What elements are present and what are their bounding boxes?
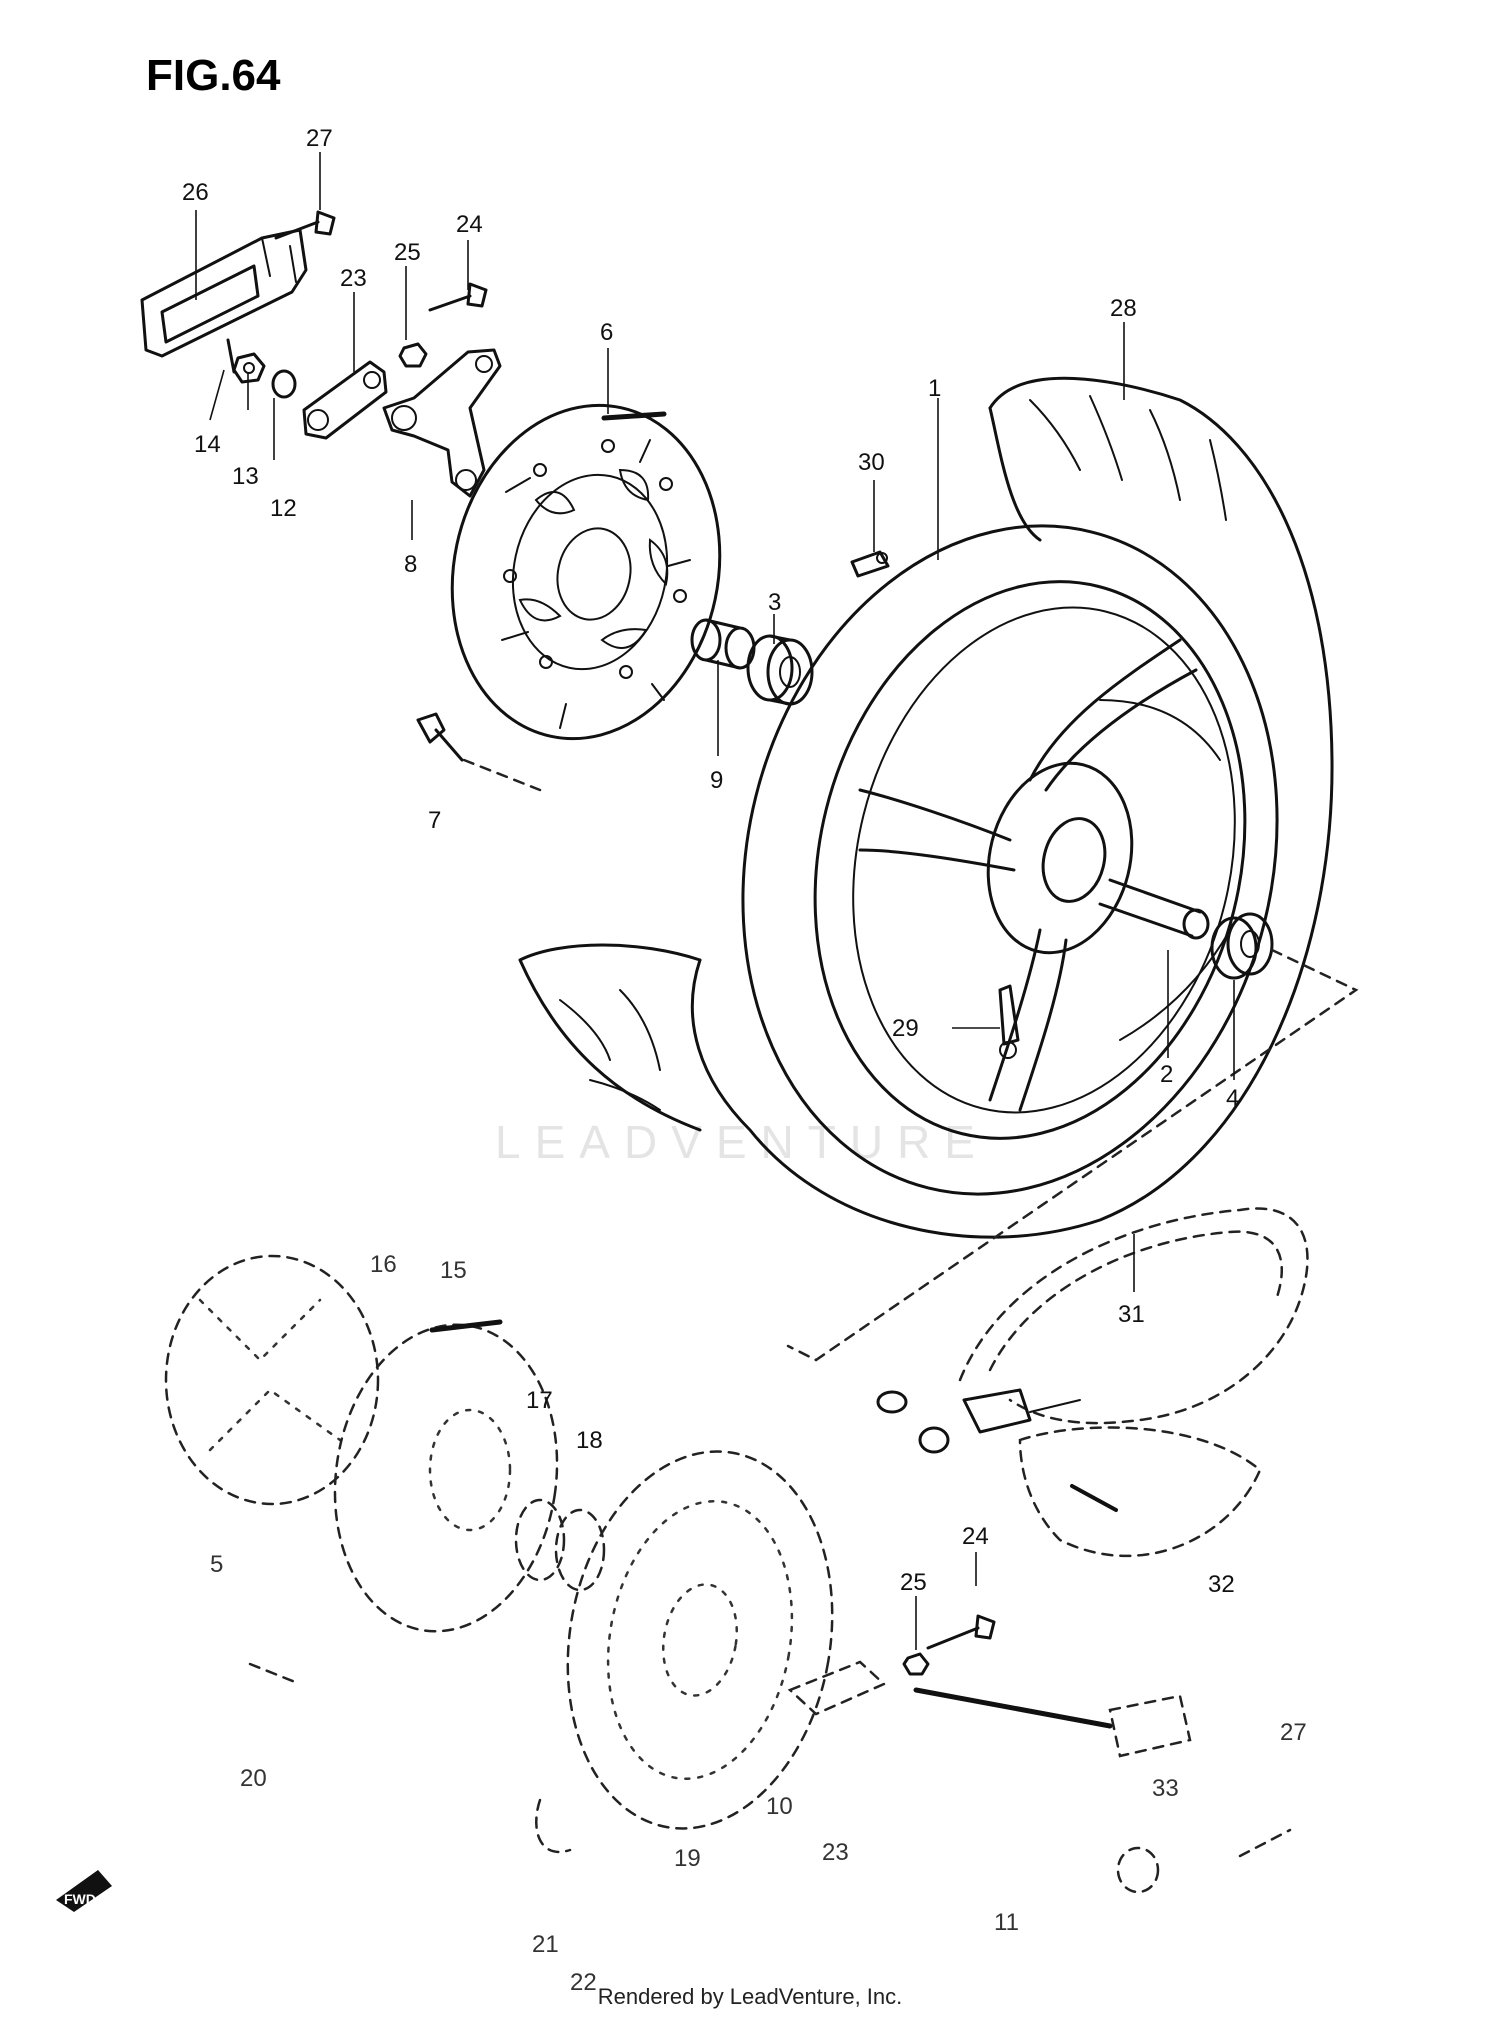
part-27-bolt (274, 210, 336, 240)
part-31-chain (958, 1207, 1309, 1425)
part-32-chain-case (1018, 1426, 1262, 1558)
part-25-nut-lower (902, 1652, 930, 1676)
part-33-bolt (1238, 1828, 1292, 1858)
callout-22: 22 (570, 1969, 597, 1996)
part-26-chain-adjuster (140, 228, 308, 358)
callout-labels: 1 2 3 4 5 6 7 8 9 10 11 12 13 14 15 16 1… (182, 125, 1307, 1996)
part-7-leader (462, 758, 542, 792)
callout-4: 4 (1226, 1085, 1239, 1112)
part-29-valve (998, 984, 1020, 1059)
part-17-sprocket-carrier (333, 1319, 559, 1633)
callout-25b: 25 (900, 1569, 927, 1596)
callout-1: 1 (928, 375, 941, 402)
callout-17: 17 (526, 1387, 553, 1414)
callout-24a: 24 (456, 211, 483, 238)
callout-9: 9 (710, 767, 723, 794)
callout-11: 11 (994, 1909, 1019, 1936)
part-24-bolt-lower (926, 1614, 996, 1650)
fwd-marker-text: FWD (64, 1891, 96, 1907)
part-20-bolt (248, 1662, 302, 1686)
callout-29: 29 (892, 1015, 919, 1042)
callout-16: 16 (370, 1251, 397, 1278)
part-30-valve (850, 550, 890, 578)
part-23-torque-link (302, 360, 388, 440)
part-18-bearing (514, 1498, 606, 1592)
part-11-nut (1116, 1846, 1160, 1894)
callout-27b: 27 (1280, 1719, 1307, 1746)
part-13-nut (232, 352, 266, 384)
callout-15: 15 (440, 1257, 467, 1284)
part-28-tire (518, 376, 1334, 1239)
part-2-axle (1098, 878, 1210, 940)
callout-10: 10 (766, 1793, 793, 1820)
footer-credit: Rendered by LeadVenture, Inc. (597, 1984, 903, 2009)
part-4-bearing (1210, 912, 1274, 980)
adjuster-rod (913, 1687, 1113, 1729)
callout-21: 21 (532, 1931, 559, 1958)
callout-8: 8 (404, 551, 417, 578)
callout-23b: 23 (822, 1839, 849, 1866)
figure-title: FIG.64 (146, 51, 281, 100)
part-8-caliper-bracket (382, 348, 502, 498)
callout-6: 6 (600, 319, 613, 346)
callout-25a: 25 (394, 239, 421, 266)
callout-33: 33 (1152, 1775, 1179, 1802)
callout-30: 30 (858, 449, 885, 476)
callout-32: 32 (1208, 1571, 1235, 1598)
callout-12: 12 (270, 495, 297, 522)
callout-26: 26 (182, 179, 209, 206)
part-7-disc-bolt (416, 712, 464, 762)
callout-5: 5 (210, 1551, 223, 1578)
alignment-guide (786, 948, 1359, 1362)
callout-19: 19 (674, 1845, 701, 1872)
callout-23a: 23 (340, 265, 367, 292)
part-24-bolt (428, 282, 488, 312)
callout-13: 13 (232, 463, 259, 490)
chain-joint (876, 1388, 1081, 1454)
callout-2: 2 (1160, 1061, 1173, 1088)
callout-3: 3 (768, 589, 781, 616)
callout-28: 28 (1110, 295, 1137, 322)
part-3-bearing (746, 634, 814, 706)
callout-31: 31 (1118, 1301, 1145, 1328)
callout-14: 14 (194, 431, 221, 458)
part-21-clip (535, 1798, 572, 1854)
fwd-arrow-marker: FWD (56, 1870, 112, 1912)
watermark: LEADVENTURE (495, 1116, 989, 1168)
part-19-rear-sprocket (566, 1450, 834, 1830)
callout-7: 7 (428, 807, 441, 834)
part-14-cotter-pin (226, 338, 236, 374)
part-27-bolt-lower (1108, 1694, 1192, 1758)
part-16-hub-damper (164, 1254, 380, 1506)
callout-20: 20 (240, 1765, 267, 1792)
callout-18: 18 (576, 1427, 603, 1454)
callout-24b: 24 (962, 1523, 989, 1550)
part-10-spacer (787, 1660, 887, 1716)
part-12-washer (271, 369, 297, 399)
part-6-brake-disc (450, 403, 722, 741)
callout-27a: 27 (306, 125, 333, 152)
leader-lines (195, 152, 1235, 1650)
part-25-nut (398, 342, 428, 368)
